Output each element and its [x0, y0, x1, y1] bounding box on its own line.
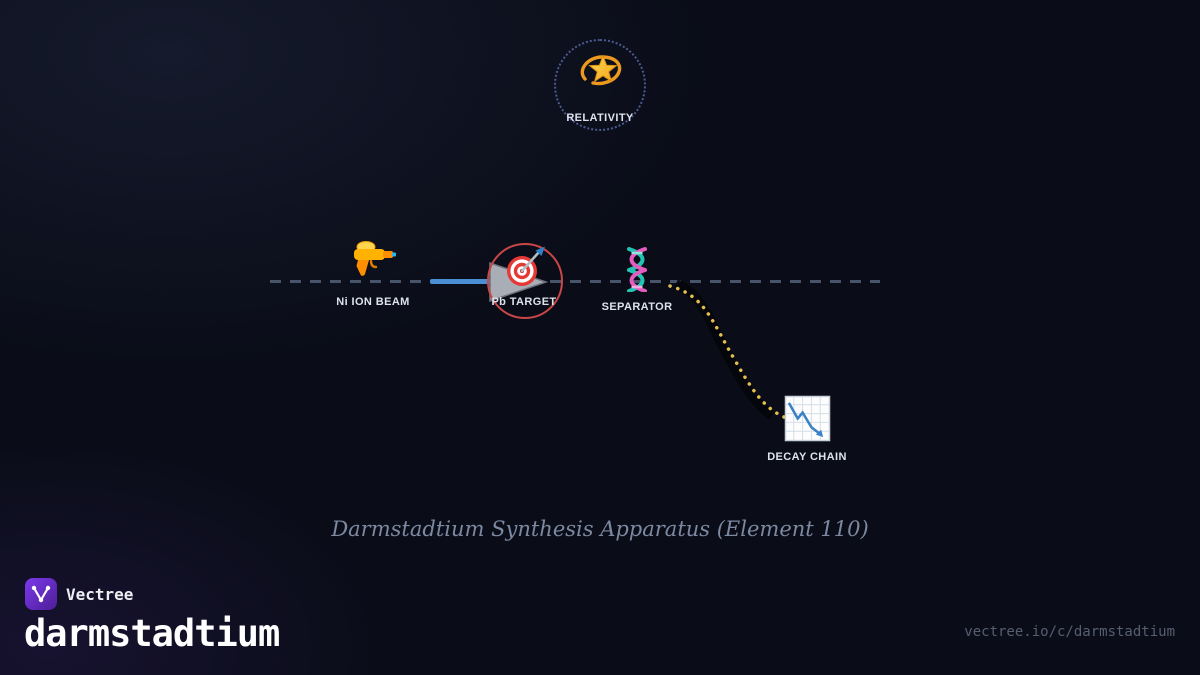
page-title: darmstadtium — [24, 612, 280, 655]
beam-solid-segment — [430, 279, 492, 284]
relativity-circle — [554, 39, 646, 131]
node-label-separator: SEPARATOR — [601, 301, 673, 313]
decay-path-shadow — [673, 279, 776, 420]
brand-name: Vectree — [66, 585, 134, 604]
node-label-decay-chain: DECAY CHAIN — [767, 451, 847, 463]
dizzy-star-icon — [580, 54, 622, 86]
target-ring — [487, 243, 563, 319]
vectree-logo — [25, 578, 57, 610]
dart-target-icon — [507, 246, 545, 286]
dna-icon — [627, 247, 647, 292]
vectree-logo-icon — [31, 585, 51, 603]
node-label-pb-target: Pb TARGET — [491, 296, 557, 308]
decay-path-dotted — [668, 284, 786, 419]
beam-dashed-line — [270, 280, 880, 283]
node-label-relativity: RELATIVITY — [566, 112, 634, 124]
chart-decreasing-icon — [784, 395, 831, 442]
water-gun-icon — [354, 241, 396, 276]
diagram-caption: Darmstadtium Synthesis Apparatus (Elemen… — [331, 517, 869, 541]
node-label-ion-beam: Ni ION BEAM — [336, 296, 410, 308]
page-url: vectree.io/c/darmstadtium — [964, 624, 1175, 640]
